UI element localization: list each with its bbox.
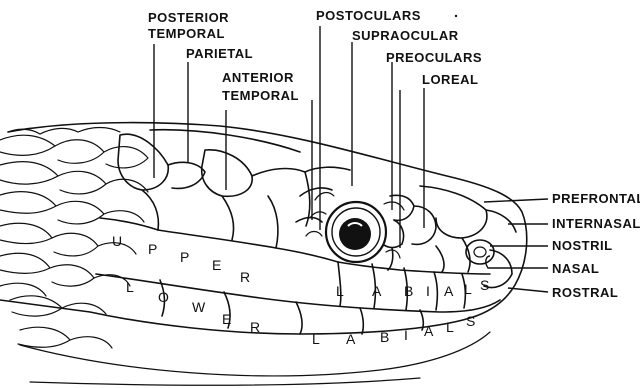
lower-labials-letter-5: A	[424, 323, 434, 339]
upper-letter-p1: P	[148, 241, 158, 257]
jaw-line	[20, 332, 490, 376]
lower-labials-letter-2: A	[346, 331, 356, 347]
lower-labials-letter-3: B	[380, 329, 390, 345]
lower-labials-letter-7: S	[466, 313, 476, 329]
lower-letter-o: O	[158, 289, 170, 305]
label-nasal: NASAL	[552, 261, 599, 276]
upper-letter-u: U	[112, 233, 123, 249]
upper-letter-r: R	[240, 269, 251, 285]
upper-letter-e: E	[212, 257, 222, 273]
lower-inscription: L O W E R	[126, 279, 261, 335]
upper-labials-letter-4: I	[426, 283, 431, 299]
label-nostril: NOSTRIL	[552, 238, 613, 253]
leader-prefrontal	[484, 199, 548, 202]
lower-labials-letter-6: L	[446, 319, 455, 335]
label-prefrontal: PREFRONTAL	[552, 191, 640, 206]
label-supraocular: SUPRAOCULAR	[352, 28, 459, 43]
label-parietal: PARIETAL	[186, 46, 253, 61]
label-anterior-temporal-line2: TEMPORAL	[222, 88, 299, 103]
lower-letter-l: L	[126, 279, 135, 295]
upper-labials-letter-3: B	[404, 283, 414, 299]
label-anterior-temporal-line1: ANTERIOR	[222, 70, 294, 85]
speck	[455, 15, 457, 17]
lower-letter-e: E	[222, 311, 232, 327]
upper-labials-letter-1: L	[336, 283, 345, 299]
upper-labials-letter-7: S	[480, 277, 490, 293]
label-internasal: INTERNASAL	[552, 216, 640, 231]
label-preoculars: PREOCULARS	[386, 50, 482, 65]
upper-labials-letter-2: A	[372, 283, 382, 299]
upper-labials-letter-6: L	[464, 281, 473, 297]
body-scales	[0, 128, 148, 349]
leader-rostral	[508, 288, 548, 292]
label-rostral: ROSTRAL	[552, 285, 618, 300]
upper-labials-letter-5: A	[444, 283, 454, 299]
label-loreal: LOREAL	[422, 72, 478, 87]
upper-labials-inscription: L A B I A L S	[336, 277, 490, 299]
leader-nasal	[486, 256, 548, 268]
lower-letter-w: W	[192, 299, 206, 315]
eye	[326, 202, 386, 262]
nostril	[466, 240, 494, 264]
jaw-line-2	[30, 378, 420, 385]
label-postoculars: POSTOCULARS	[316, 8, 421, 23]
lower-letter-r: R	[250, 319, 261, 335]
label-posterior-temporal-line1: POSTERIOR	[148, 10, 229, 25]
lower-labials-letter-4: I	[404, 327, 409, 343]
upper-letter-p2: P	[180, 249, 190, 265]
lower-labials-letter-1: L	[312, 331, 321, 347]
label-posterior-temporal-line2: TEMPORAL	[148, 26, 225, 41]
head-outline	[0, 123, 527, 334]
